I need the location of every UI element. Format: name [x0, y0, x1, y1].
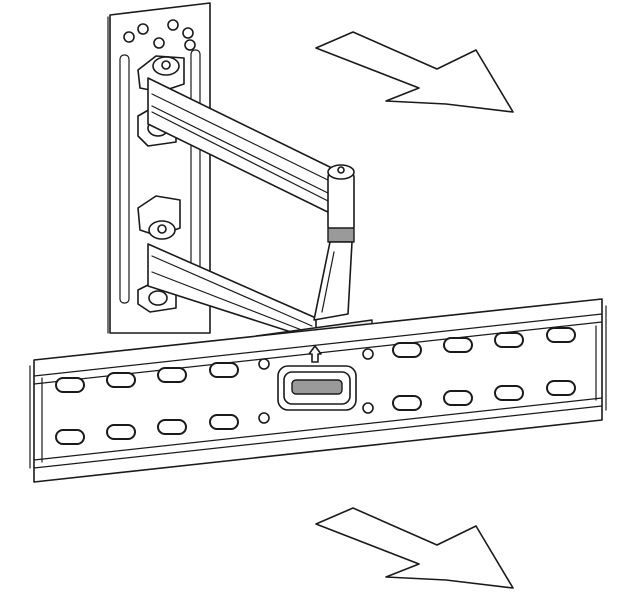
wall-plate-hole [184, 39, 196, 51]
mounting-slot [209, 414, 239, 430]
articulating-arm [147, 77, 373, 345]
mounting-slot [494, 332, 524, 348]
mounting-slot [157, 367, 187, 383]
mounting-slot [546, 380, 576, 396]
up-arrow-icon [308, 345, 322, 363]
wall-plate-hole [137, 23, 149, 35]
screw [258, 412, 270, 424]
mounting-slot [443, 337, 473, 353]
wall-plate-hole [123, 31, 135, 43]
wall-plate-hole [167, 19, 179, 31]
screw [362, 348, 374, 360]
mounting-slot [546, 327, 576, 343]
tv-rail-plate [29, 298, 607, 483]
mounting-slot [443, 390, 473, 406]
mounting-slot [106, 372, 136, 388]
mounting-slot [494, 385, 524, 401]
mounting-slot [55, 429, 85, 445]
mounting-slot [55, 377, 85, 393]
mounting-slot [392, 342, 422, 358]
mounting-slot [209, 362, 239, 378]
screw [258, 358, 270, 370]
mounting-slot [157, 419, 187, 435]
wall-plate-hole [182, 27, 194, 39]
pull-direction-arrow-icon [315, 507, 514, 589]
pull-direction-arrow-icon [315, 31, 514, 113]
screw [362, 402, 374, 414]
wall-plate-hole [153, 37, 165, 49]
wall-plate [107, 2, 211, 334]
mounting-slot [106, 424, 136, 440]
mounting-slot [392, 395, 422, 411]
